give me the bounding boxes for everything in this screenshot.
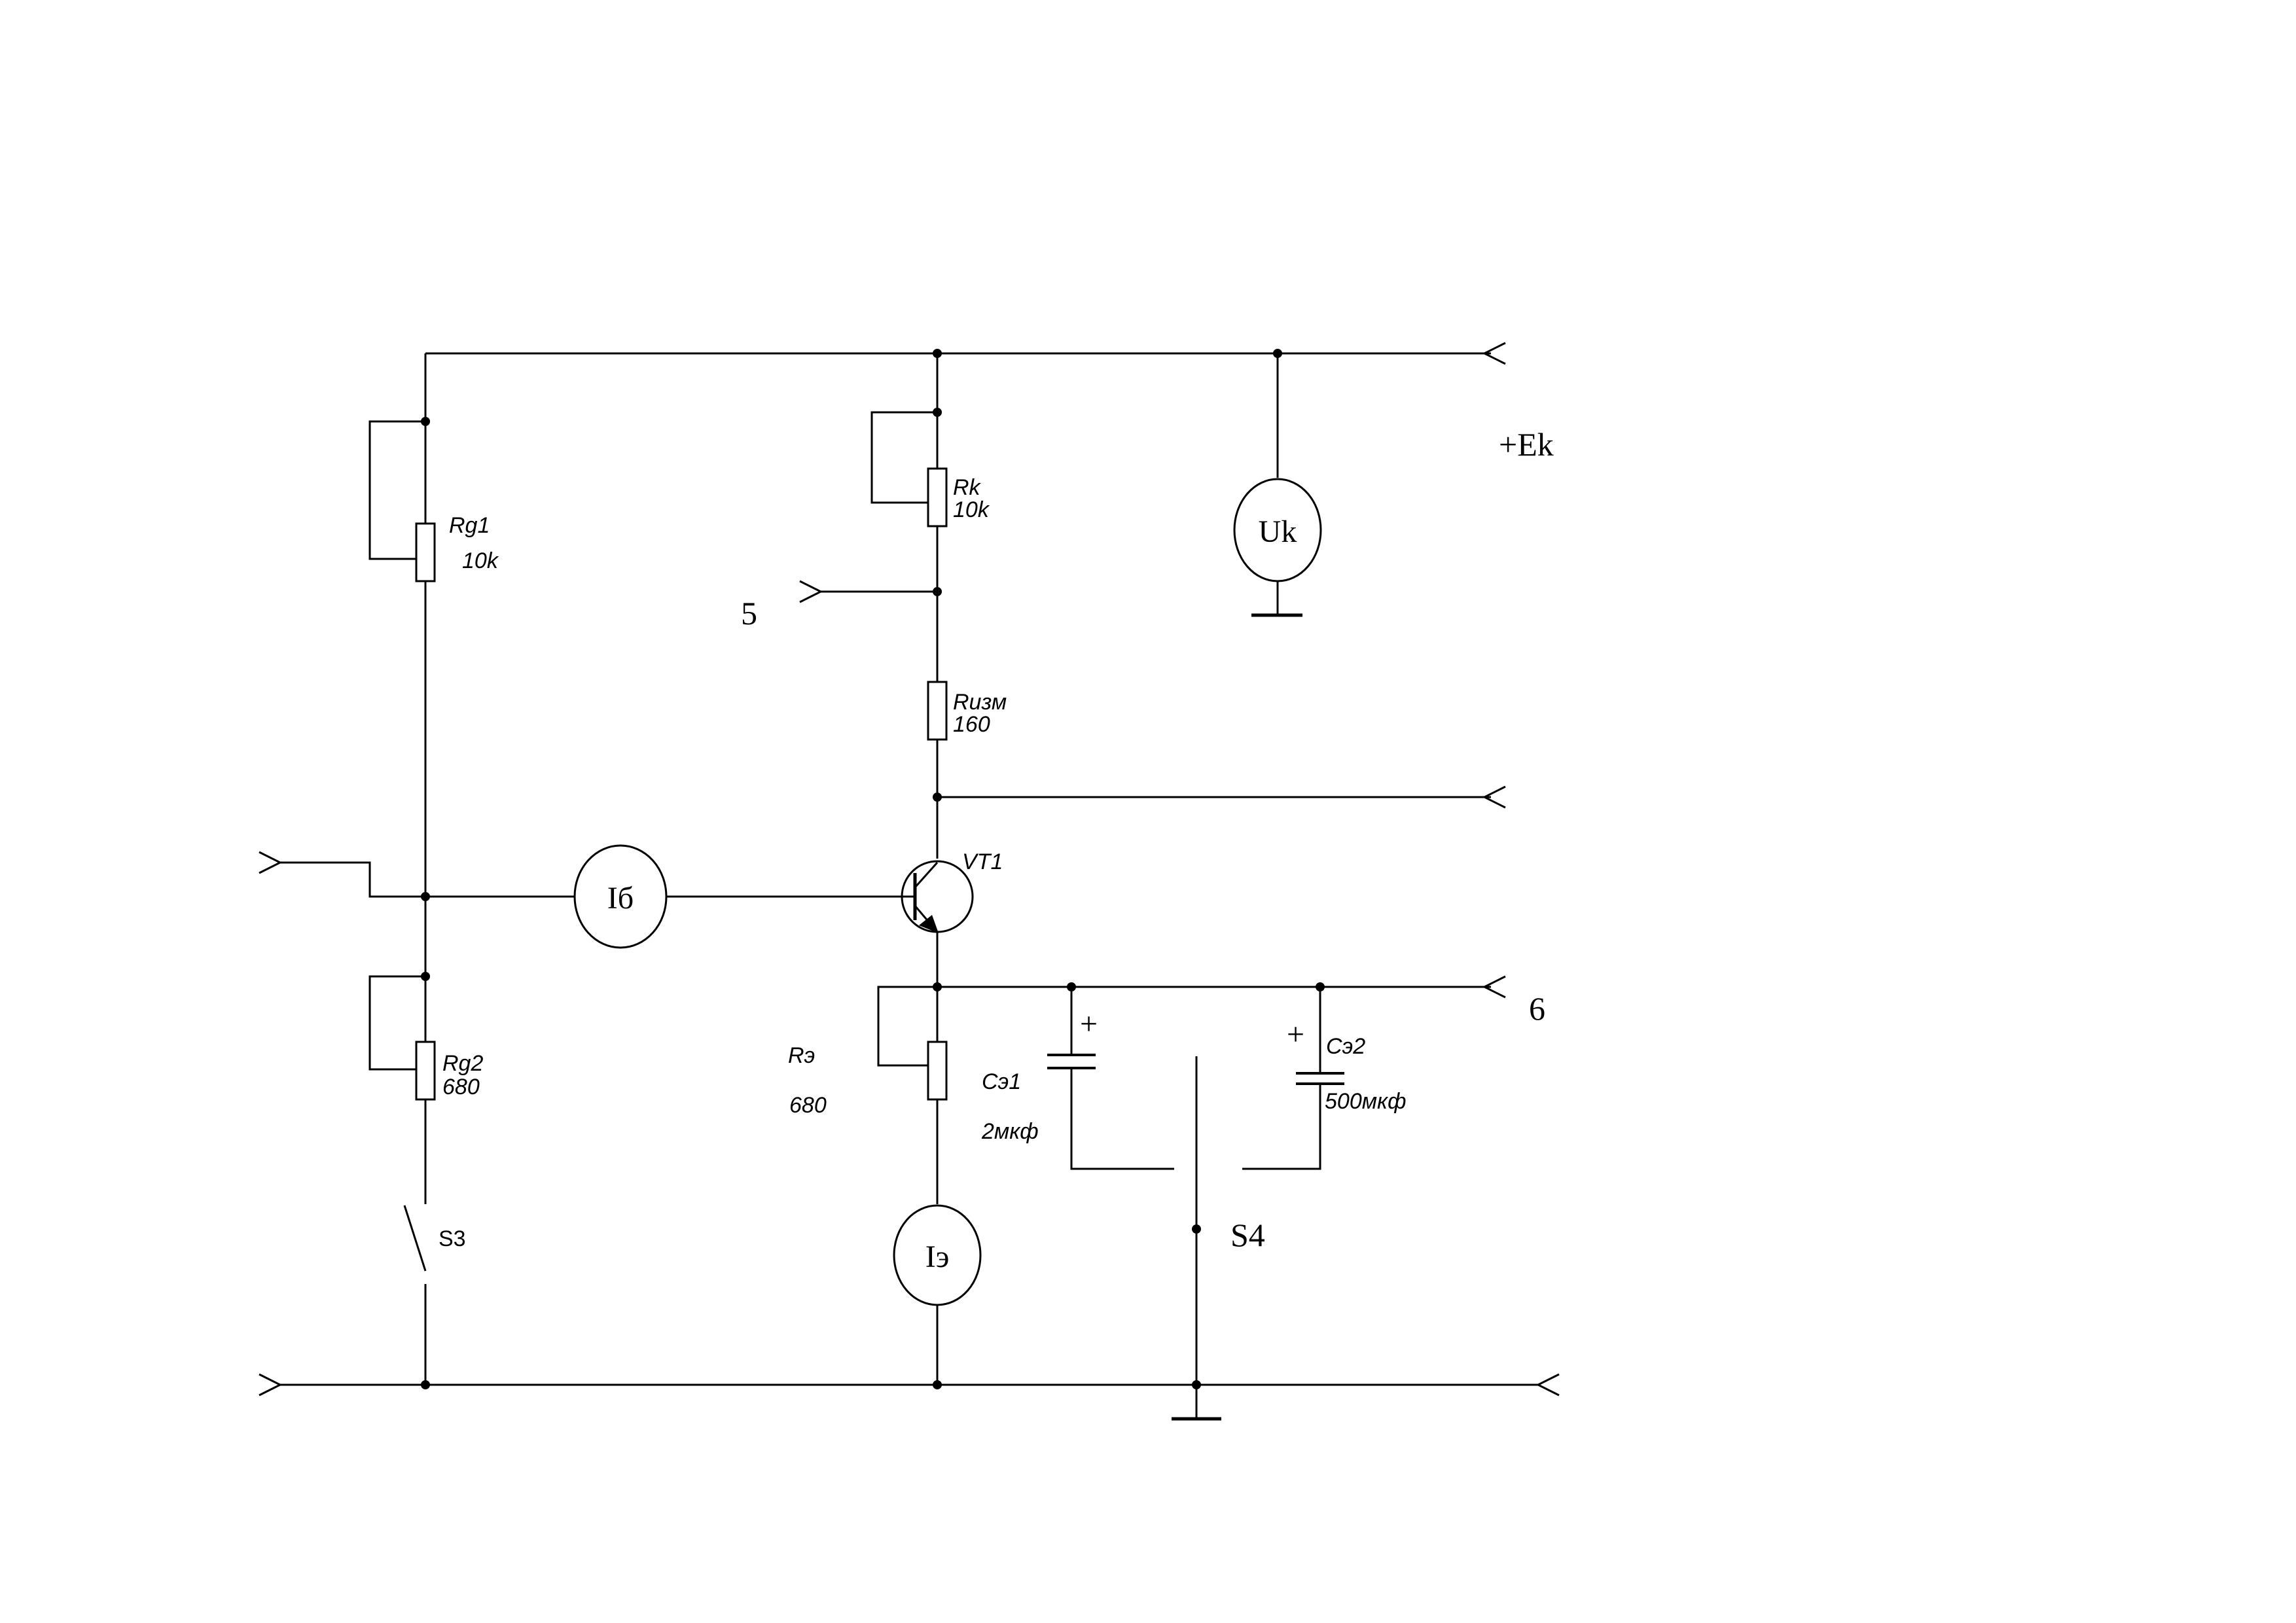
vt1-label: VT1 [962, 849, 1003, 874]
terminal-ek[interactable] [1454, 342, 1506, 365]
left-input-wire [309, 861, 425, 898]
ib-meter-label: Iб [607, 881, 634, 916]
ce2-bottom-wire [1242, 1084, 1321, 1170]
re-resistor [927, 1041, 948, 1101]
ie-meter [893, 1204, 982, 1306]
rg1-bypass [368, 420, 425, 560]
ce2-plus-sign: + [1287, 1017, 1304, 1052]
terminal-6[interactable] [1454, 975, 1506, 999]
rg1-name-label: Rg1 [449, 513, 490, 538]
terminal-5[interactable] [799, 580, 838, 603]
s3-label: S3 [439, 1226, 466, 1251]
ce2-value-label: 500мкф [1325, 1089, 1407, 1114]
ce1-bottom-wire [1070, 1068, 1174, 1170]
ek-terminal-label: +Ek [1499, 426, 1554, 463]
rizm-resistor [927, 681, 948, 741]
rg1-resistor [415, 522, 436, 582]
re-bypass [877, 986, 937, 1067]
rk-value-label: 10k [953, 497, 990, 522]
re-value-label: 680 [789, 1093, 827, 1118]
junctions [421, 349, 1325, 1389]
ce1-name-label: Cэ1 [982, 1069, 1021, 1094]
rk-resistor [927, 467, 948, 527]
ce1-plus-sign: + [1080, 1007, 1098, 1041]
rk-name-label: Rk [953, 475, 982, 500]
rg2-resistor [415, 1041, 436, 1101]
terminals [259, 342, 1560, 1397]
rg1-value-label: 10k [462, 548, 499, 573]
terminal-collector-out[interactable] [1454, 785, 1506, 809]
rg2-name-label: Rg2 [442, 1051, 483, 1076]
ce1-value-label: 2мкф [981, 1119, 1039, 1144]
rk-bypass [870, 411, 937, 504]
rg2-value-label: 680 [442, 1075, 480, 1099]
ce2-name-label: Cэ2 [1326, 1034, 1365, 1059]
ce2-capacitor [1296, 1072, 1344, 1085]
vt1-transistor [898, 860, 974, 933]
ce1-capacitor [1047, 1054, 1096, 1069]
re-name-label: Rэ [788, 1043, 815, 1068]
uk-meter-label: Uk [1259, 514, 1297, 549]
ie-meter-label: Iэ [925, 1240, 950, 1274]
s4-label: S4 [1230, 1217, 1265, 1253]
terminal-6-label: 6 [1529, 990, 1545, 1027]
s3-blade [403, 1205, 427, 1272]
terminal-bottom-right[interactable] [1505, 1373, 1560, 1397]
rizm-name-label: Rизм [953, 690, 1007, 715]
rg2-bypass [368, 975, 425, 1071]
terminal-left-input[interactable] [259, 851, 312, 874]
ib-meter [573, 844, 668, 949]
terminal-bottom-left[interactable] [259, 1373, 312, 1397]
uk-meter [1233, 478, 1322, 582]
rizm-value-label: 160 [953, 712, 990, 737]
terminal-5-label: 5 [741, 595, 757, 632]
